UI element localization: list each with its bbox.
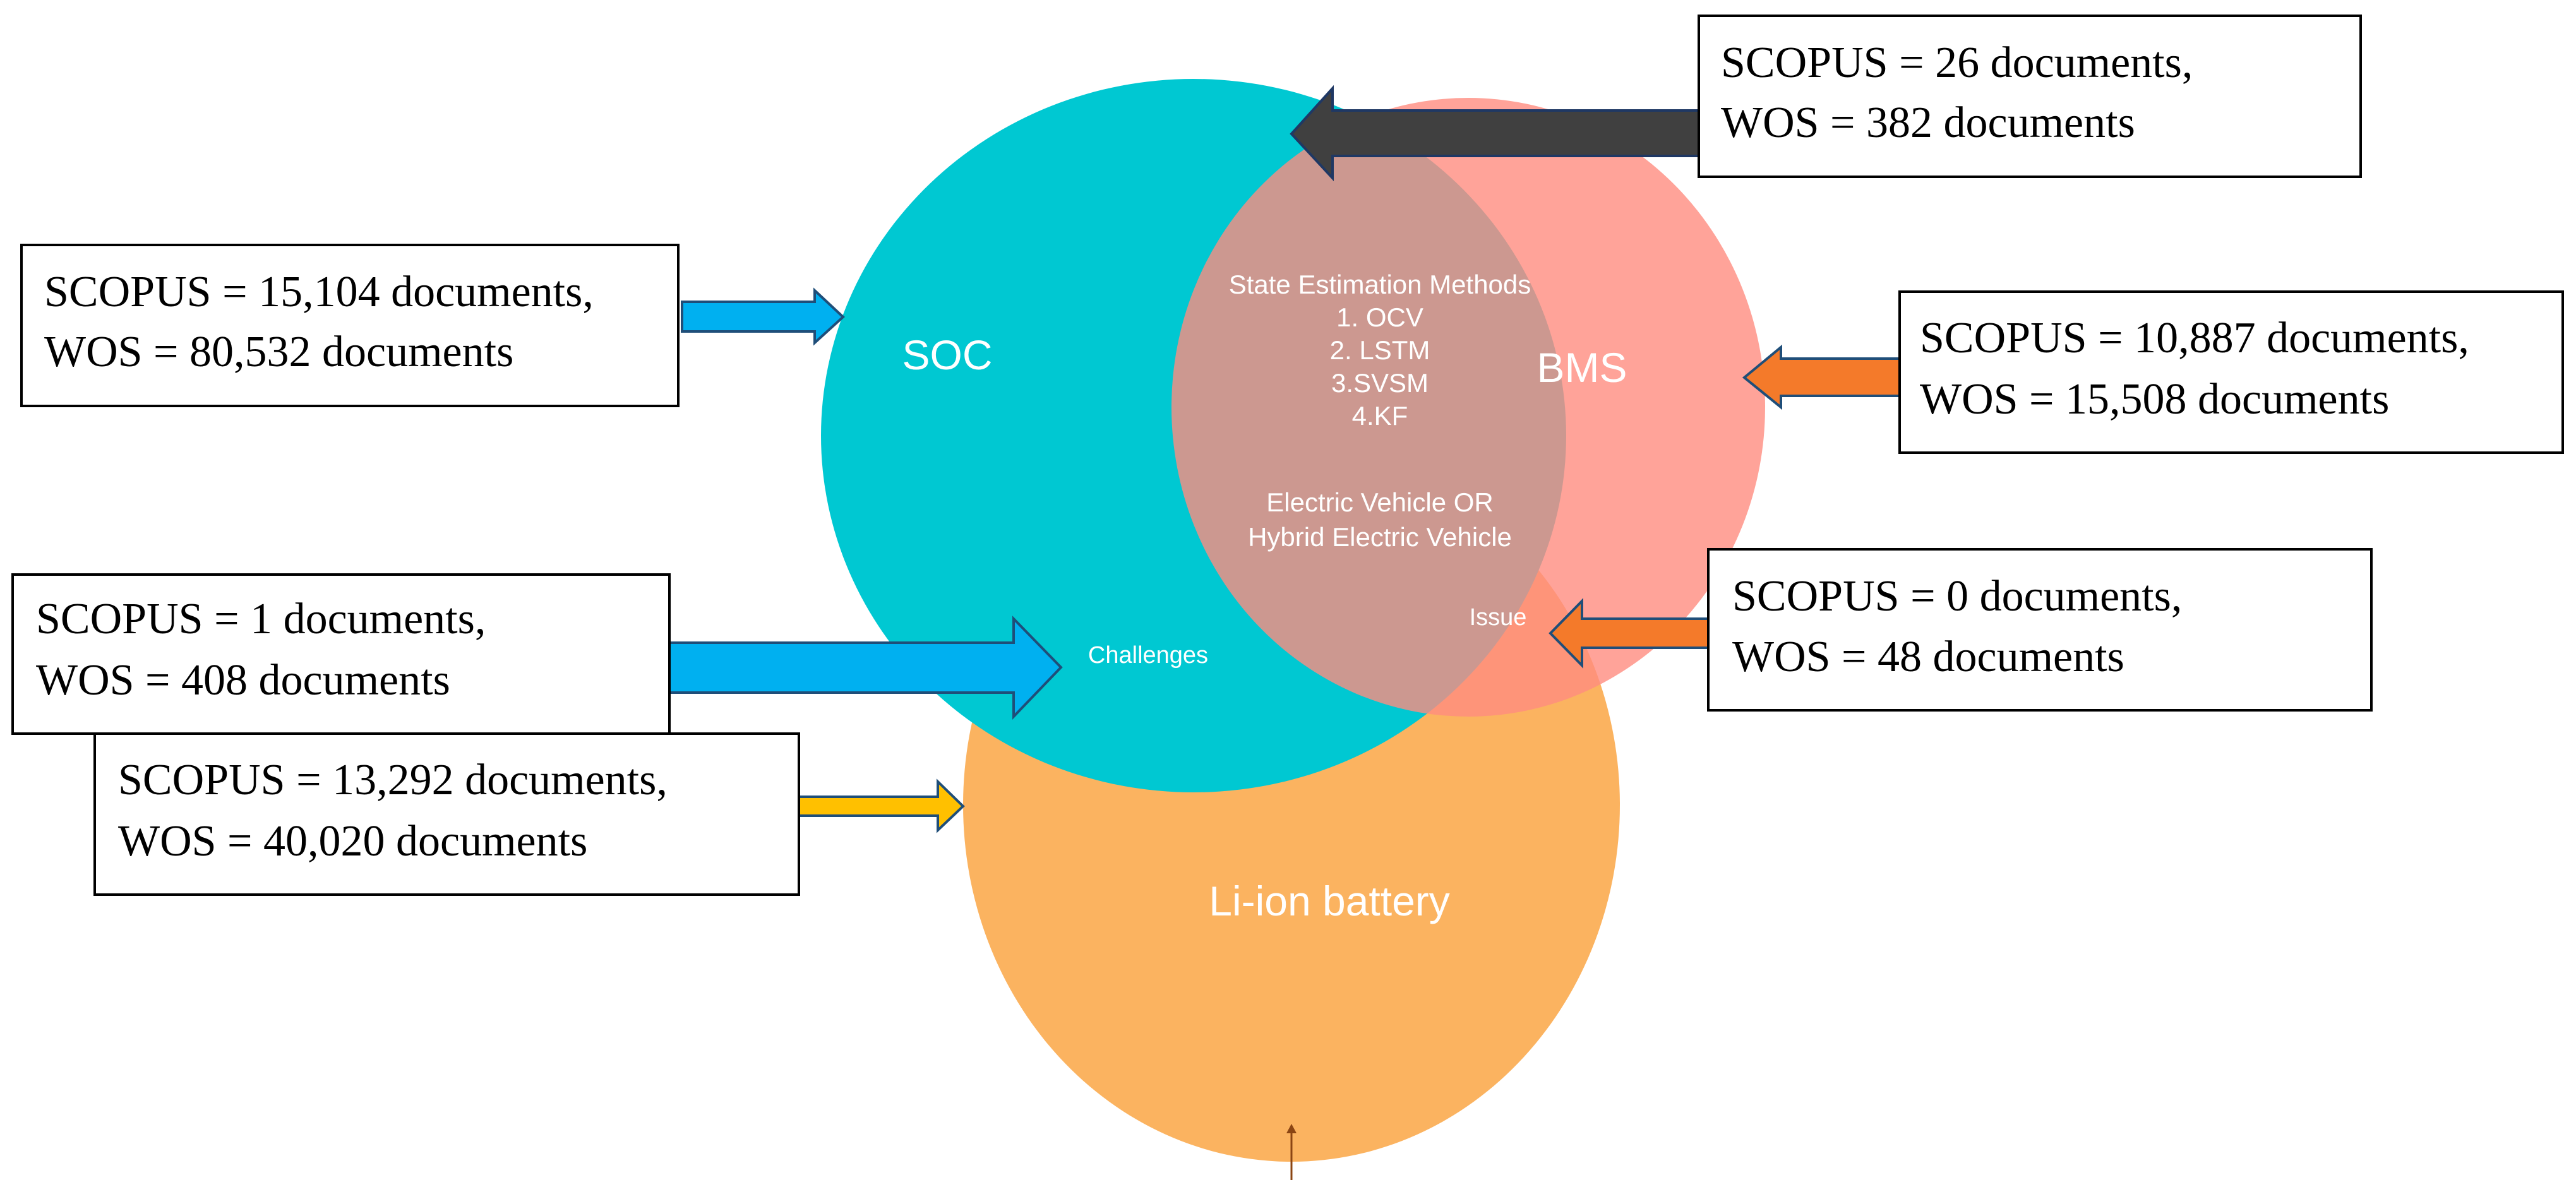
soc-bms-count-box: SCOPUS = 26 documents, WOS = 382 documen… (1698, 15, 2362, 178)
liion-scopus-count: SCOPUS = 13,292 documents, (118, 756, 668, 804)
bms-liion-arrow-icon (1549, 598, 1710, 669)
method-item: 2. LSTM (1330, 335, 1430, 365)
bms-wos-count: WOS = 15,508 documents (1920, 375, 2389, 424)
soc-liion-scopus-count: SCOPUS = 1 documents, (36, 595, 486, 643)
bottom-arrow-icon (1286, 1124, 1297, 1180)
liion-arrow-icon (798, 778, 965, 833)
soc-label: SOC (902, 331, 992, 378)
bms-liion-count-box: SCOPUS = 0 documents, WOS = 48 documents (1707, 548, 2373, 712)
venn-circles (821, 79, 1765, 1162)
bms-count-box: SCOPUS = 10,887 documents, WOS = 15,508 … (1898, 290, 2564, 454)
li-ion-battery-label: Li-ion battery (1209, 878, 1450, 924)
soc-arrow-icon (681, 287, 845, 346)
liion-count-box: SCOPUS = 13,292 documents, WOS = 40,020 … (93, 732, 800, 896)
challenges-label: Challenges (1088, 642, 1208, 669)
soc-bms-wos-count: WOS = 382 documents (1721, 98, 2135, 147)
soc-bms-arrow-icon (1290, 85, 1700, 182)
soc-wos-count: WOS = 80,532 documents (44, 328, 513, 376)
soc-liion-wos-count: WOS = 408 documents (36, 656, 450, 705)
soc-scopus-count: SCOPUS = 15,104 documents, (44, 268, 594, 316)
center-line-2: Hybrid Electric Vehicle (1248, 522, 1512, 552)
center-line-1: Electric Vehicle OR (1266, 487, 1493, 517)
bms-label: BMS (1537, 344, 1627, 391)
bms-liion-wos-count: WOS = 48 documents (1732, 633, 2124, 681)
method-item: 4.KF (1352, 401, 1408, 431)
bms-arrow-icon (1742, 344, 1902, 410)
state-estimation-heading: State Estimation Methods (1229, 270, 1531, 299)
soc-liion-count-box: SCOPUS = 1 documents, WOS = 408 document… (11, 573, 671, 735)
soc-count-box: SCOPUS = 15,104 documents, WOS = 80,532 … (20, 244, 680, 407)
center-intersection: Electric Vehicle OR Hybrid Electric Vehi… (1248, 487, 1512, 552)
method-item: 1. OCV (1336, 302, 1423, 332)
bms-circle (1171, 98, 1765, 717)
soc-bms-scopus-count: SCOPUS = 26 documents, (1721, 39, 2193, 87)
state-estimation-methods: State Estimation Methods 1. OCV 2. LSTM … (1229, 270, 1531, 431)
soc-liion-arrow-icon (668, 616, 1063, 720)
method-item: 3.SVSM (1331, 368, 1429, 398)
bms-scopus-count: SCOPUS = 10,887 documents, (1920, 314, 2469, 362)
liion-wos-count: WOS = 40,020 documents (118, 817, 587, 866)
bms-liion-scopus-count: SCOPUS = 0 documents, (1732, 572, 2182, 621)
issue-label: Issue (1470, 604, 1527, 631)
